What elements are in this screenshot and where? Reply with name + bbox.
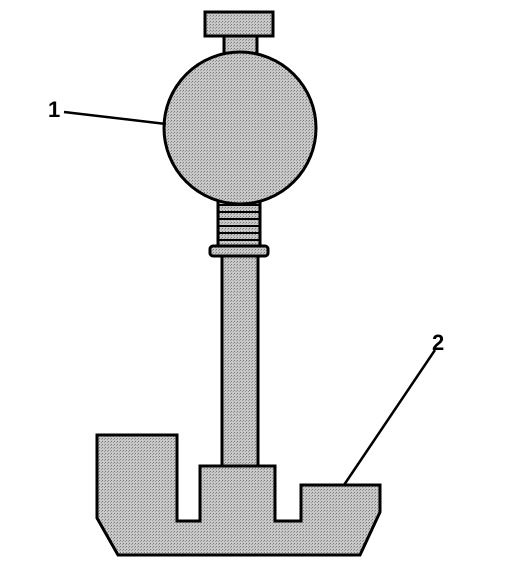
- callout-label-1: 1: [48, 97, 61, 122]
- ball-handle: [162, 50, 318, 206]
- leader-line-1: [63, 110, 167, 126]
- base-fixture: [95, 433, 382, 557]
- leader-line-2: [342, 349, 437, 486]
- top-cap: [203, 10, 275, 38]
- callout-label-2: 2: [432, 330, 445, 355]
- shaft: [220, 254, 260, 468]
